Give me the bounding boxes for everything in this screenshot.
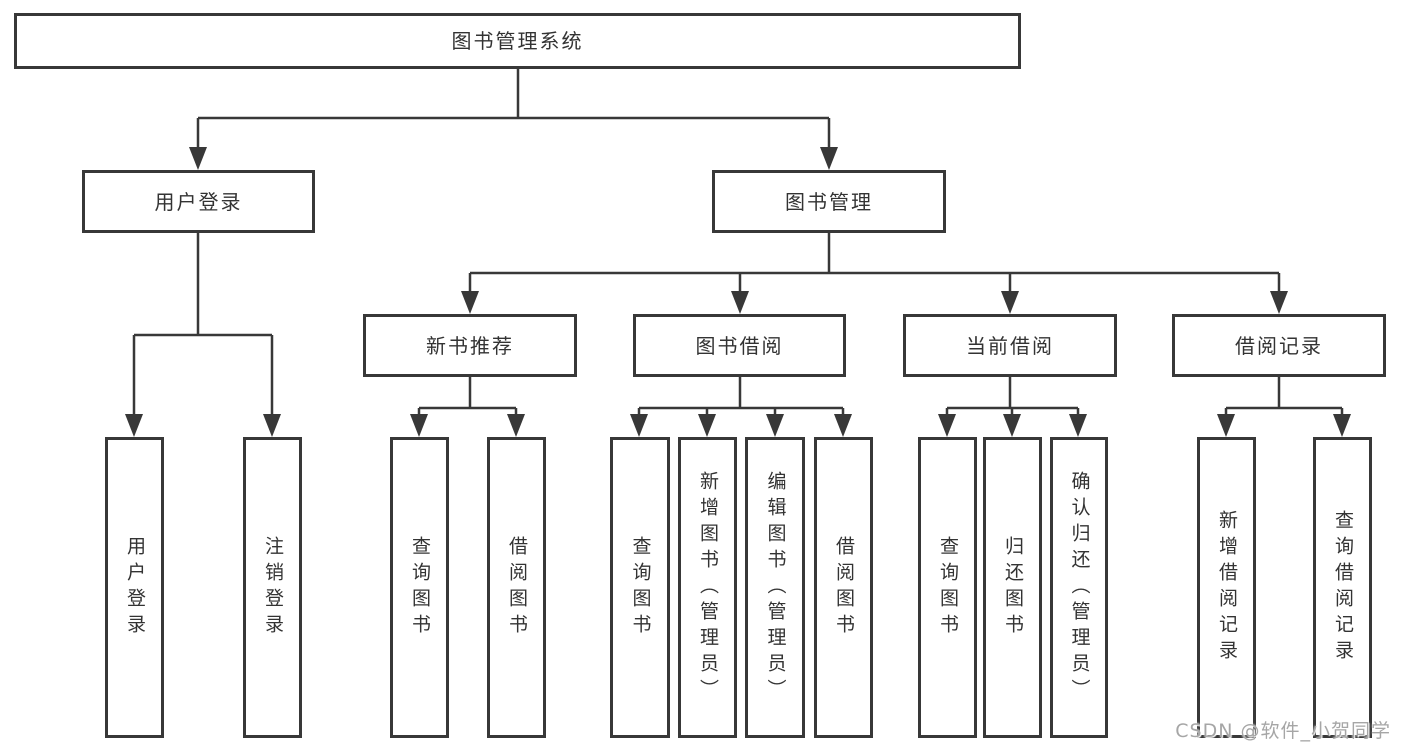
connector-management-to-level3 xyxy=(468,233,1281,292)
connector-current-to-leaves xyxy=(945,377,1080,415)
csdn-watermark: CSDN @软件_小贺同学 xyxy=(1175,720,1391,742)
leaf-label: 查询借阅记录 xyxy=(1332,509,1354,666)
node-book-borrow: 图书借阅 xyxy=(633,314,846,377)
arrowheads-root-to-level2 xyxy=(189,147,838,170)
arrowheads-borrow-to-leaves xyxy=(630,414,852,437)
leaf-return-book: 归还图书 xyxy=(983,437,1042,738)
connector-root-to-level2 xyxy=(196,69,831,148)
leaf-edit-book-admin: 编辑图书（管理员） xyxy=(745,437,805,738)
node-label: 新书推荐 xyxy=(426,333,514,358)
leaf-query-books-recommend: 查询图书 xyxy=(390,437,449,738)
arrowheads-recommend-to-leaves xyxy=(410,414,525,437)
node-book-management: 图书管理 xyxy=(712,170,946,233)
leaf-query-books-current: 查询图书 xyxy=(918,437,977,738)
leaf-add-borrow-record: 新增借阅记录 xyxy=(1197,437,1256,738)
node-borrow-records: 借阅记录 xyxy=(1172,314,1386,377)
node-label: 用户登录 xyxy=(154,189,243,214)
leaf-label: 编辑图书（管理员） xyxy=(764,470,787,705)
leaf-label: 确认归还（管理员） xyxy=(1068,470,1091,705)
node-label: 当前借阅 xyxy=(966,333,1054,358)
leaf-label: 查询图书 xyxy=(937,535,959,640)
node-new-book-recommend: 新书推荐 xyxy=(363,314,577,377)
leaf-query-borrow-record: 查询借阅记录 xyxy=(1313,437,1372,738)
arrowheads-login-to-leaves xyxy=(125,414,281,437)
leaf-label: 借阅图书 xyxy=(833,535,855,640)
connector-login-to-leaves xyxy=(132,233,274,415)
leaf-borrow-books: 借阅图书 xyxy=(814,437,873,738)
leaf-query-books-borrow: 查询图书 xyxy=(610,437,670,738)
node-label: 借阅记录 xyxy=(1235,333,1323,358)
connector-records-to-leaves xyxy=(1224,377,1344,415)
leaf-borrow-books-recommend: 借阅图书 xyxy=(487,437,546,738)
connector-borrow-to-leaves xyxy=(637,377,845,415)
leaf-label: 查询图书 xyxy=(409,535,431,640)
leaf-confirm-return-admin: 确认归还（管理员） xyxy=(1050,437,1108,738)
node-label: 图书借阅 xyxy=(695,333,784,358)
leaf-label: 注销登录 xyxy=(262,535,284,640)
arrowheads-records-to-leaves xyxy=(1217,414,1351,437)
node-current-borrow: 当前借阅 xyxy=(903,314,1117,377)
connector-recommend-to-leaves xyxy=(417,377,518,415)
leaf-label: 借阅图书 xyxy=(506,535,528,640)
node-user-login: 用户登录 xyxy=(82,170,315,233)
arrowheads-management-to-level3 xyxy=(461,291,1288,314)
leaf-logout: 注销登录 xyxy=(243,437,302,738)
leaf-user-login: 用户登录 xyxy=(105,437,164,738)
leaf-label: 用户登录 xyxy=(124,535,146,640)
leaf-label: 新增借阅记录 xyxy=(1216,509,1238,666)
node-label: 图书管理系统 xyxy=(451,29,584,53)
node-root-system: 图书管理系统 xyxy=(14,13,1021,69)
leaf-label: 归还图书 xyxy=(1002,535,1024,640)
leaf-label: 查询图书 xyxy=(629,535,652,640)
arrowheads-current-to-leaves xyxy=(938,414,1087,437)
leaf-add-book-admin: 新增图书（管理员） xyxy=(678,437,737,738)
leaf-label: 新增图书（管理员） xyxy=(697,470,719,705)
node-label: 图书管理 xyxy=(785,189,873,214)
